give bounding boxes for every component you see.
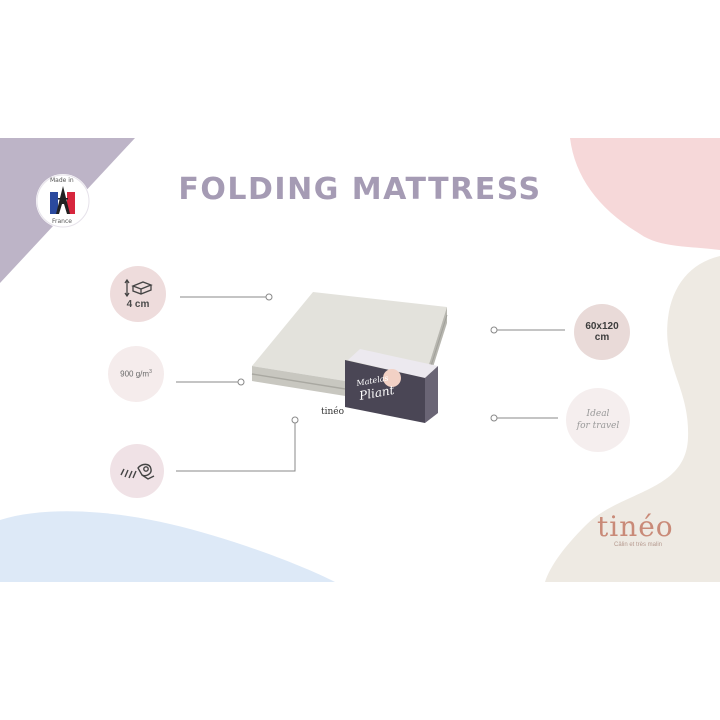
product-banner: FOLDING MATTRESS Made in France 4 cm 900…	[0, 138, 720, 582]
zip-cover-icon	[120, 463, 155, 480]
pink-blob-shape	[570, 138, 720, 250]
background-decoration	[0, 138, 720, 582]
thickness-value: 4 cm	[126, 299, 150, 310]
density-badge: 900 g/m3	[108, 346, 164, 402]
package-brand-logo: tinéo	[321, 406, 344, 417]
beige-blob-shape	[545, 256, 720, 582]
washable-cover-badge	[110, 444, 164, 498]
page-title: FOLDING MATTRESS	[178, 172, 542, 207]
package-band	[310, 349, 438, 488]
leader-lines	[176, 293, 565, 472]
package-name-line2: Pliant	[357, 383, 396, 403]
eiffel-tower-icon	[36, 174, 90, 228]
mattress-thickness-icon	[124, 278, 153, 298]
density-pointer-dot	[237, 378, 245, 386]
france-label: France	[52, 218, 72, 225]
brand-logo: tinéo	[597, 510, 674, 543]
density-value: 900 g/m3	[120, 369, 152, 379]
thickness-badge: 4 cm	[110, 266, 166, 322]
blue-wave-shape	[0, 511, 335, 582]
folding-mattress-image: tinéo Matelas Pliant	[251, 292, 448, 488]
size-pointer-dot	[490, 326, 498, 334]
made-in-label: Made in	[50, 177, 74, 184]
travel-pointer-dot	[490, 414, 498, 422]
washable-pointer-dot	[291, 416, 299, 424]
made-in-france-badge: Made in France	[36, 174, 90, 228]
thickness-pointer-dot	[265, 293, 273, 301]
brand-tagline: Câlin et très malin	[614, 542, 663, 548]
